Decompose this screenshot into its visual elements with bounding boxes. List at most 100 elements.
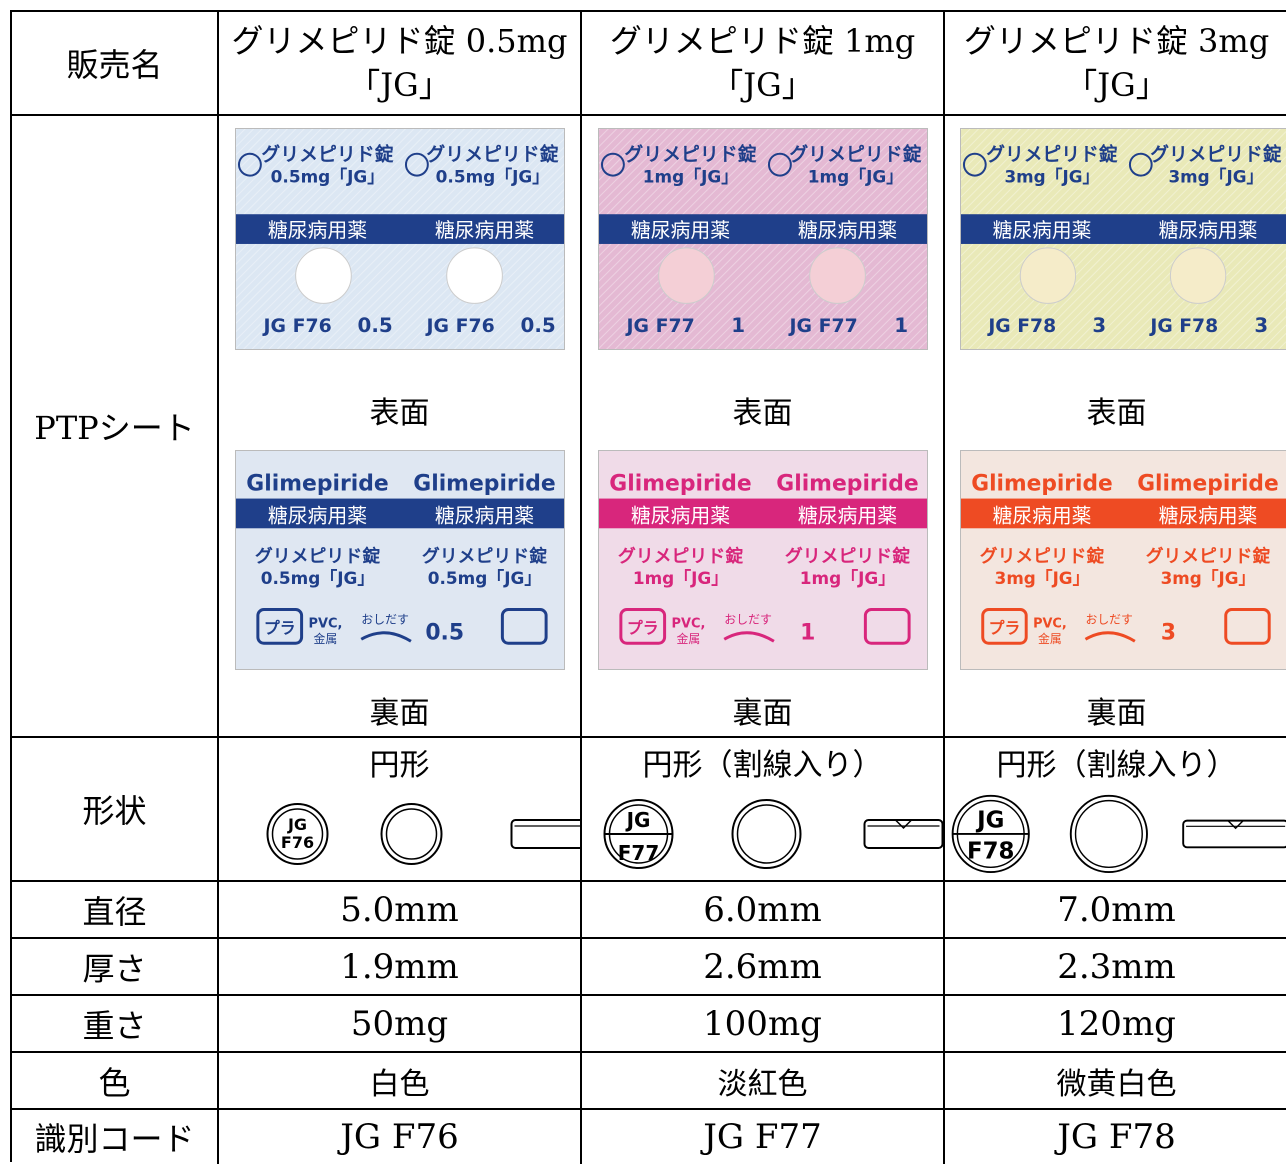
spec-value: JG F78: [1057, 1117, 1176, 1157]
recycle-mark-icon: プラ: [619, 608, 667, 645]
ptp-front-name: グリメピリド錠: [986, 143, 1117, 166]
ptp-back-brand: Glimepiride: [776, 472, 918, 497]
spec-value: 50mg: [219, 996, 582, 1051]
ptp-front-mark: 3: [1254, 314, 1268, 337]
tablet-code-bottom: F77: [618, 841, 660, 865]
ptp-back-caption: 裏面: [732, 696, 793, 731]
shape-label: 形状: [12, 738, 219, 880]
ptp-front-name: グリメピリド錠: [261, 143, 393, 166]
header-label: 販売名: [12, 12, 219, 114]
spec-value: 2.6mm: [582, 939, 945, 994]
ptp-front-caption: 表面: [732, 396, 793, 431]
ptp-back-strength: 1mg「JG」: [800, 568, 895, 588]
ptp-band-text: 糖尿病用薬: [993, 504, 1092, 527]
spec-value: 5.0mm: [219, 882, 582, 937]
ptp-front-name: グリメピリド錠: [1150, 143, 1281, 166]
ptp-back-name: グリメピリド錠: [422, 545, 547, 567]
ptp-back-strength: 3mg「JG」: [1161, 568, 1256, 588]
push-arrow-icon: [360, 631, 412, 643]
ptp-front-name: グリメピリド錠: [624, 143, 756, 166]
tablet-icon: [1169, 247, 1227, 304]
ptp-band-text: 糖尿病用薬: [1159, 219, 1258, 242]
table-grid: 販売名 グリメピリド錠 0.5mg「JG」 グリメピリド錠 1mg「JG」 グリ…: [10, 10, 1286, 1164]
ptp-front-code: JG F76: [425, 316, 495, 337]
ptp-front-caption: 表面: [369, 396, 430, 431]
product-name-1: グリメピリド錠 1mg「JG」: [582, 12, 945, 114]
spec-value: 100mg: [582, 996, 945, 1051]
ptp-band-text: 糖尿病用薬: [631, 504, 730, 527]
tablet-code-bottom: F76: [281, 833, 314, 852]
ptp-back-strength: 0.5mg「JG」: [261, 568, 375, 588]
ptp-front-name: グリメピリド錠: [789, 143, 921, 166]
jg-logo-icon: [962, 152, 987, 177]
ptp-front-caption: 表面: [1086, 396, 1147, 431]
jg-logo-icon: [237, 152, 262, 177]
spec-row-code: 識別コード JG F76 JG F77 JG F78: [12, 1110, 1286, 1164]
ptp-front-strength: 0.5mg「JG」: [436, 167, 550, 187]
ptp-front-code: JG F77: [625, 316, 695, 337]
tablet-code-top: JG: [975, 807, 1004, 833]
spec-value: JG F76: [219, 1110, 582, 1164]
spec-value: JG F77: [582, 1110, 945, 1164]
ptp-back-brand: Glimepiride: [971, 472, 1113, 497]
recycle-material: PVC,: [309, 616, 343, 631]
spec-value: 7.0mm: [1057, 889, 1176, 930]
spec-value: 1.9mm: [219, 939, 582, 994]
ptp-band-text: 糖尿病用薬: [631, 219, 730, 242]
ptp-back-caption: 裏面: [1086, 696, 1147, 731]
jg-logo-icon: [600, 152, 625, 177]
ptp-band-text: 糖尿病用薬: [268, 504, 367, 527]
push-arrow-icon: [1084, 631, 1136, 643]
ptp-front-code: JG F77: [788, 316, 858, 337]
product-name-line1: グリメピリド錠 3mg: [963, 22, 1270, 60]
tablet-icon: [658, 247, 715, 304]
spec-row-weight: 重さ 50mg 100mg 120mg: [12, 996, 1286, 1053]
jg-logo-icon: [767, 152, 792, 177]
ptp-band-text: 糖尿病用薬: [1159, 504, 1258, 527]
tablet-back-icon: [1069, 794, 1148, 874]
ptp-back-brand: Glimepiride: [609, 472, 751, 497]
push-text: おしだす: [361, 612, 409, 626]
ptp-back-strength: 3mg「JG」: [995, 568, 1090, 588]
tablet-icon: [1019, 247, 1077, 304]
ptp-front-strength: 3mg「JG」: [1004, 166, 1099, 186]
tablet-side-icon: [510, 819, 585, 849]
recycle-mark-icon: [1224, 608, 1271, 645]
ptp-back-name: グリメピリド錠: [785, 545, 910, 567]
spec-row-diameter: 直径 5.0mm 6.0mm 7.0mm: [12, 882, 1286, 939]
ptp-back-mark: 0.5: [425, 620, 464, 645]
ptp-front-name: グリメピリド錠: [426, 143, 558, 166]
recycle-mark-icon: [500, 608, 548, 645]
ptp-front-strength: 0.5mg「JG」: [271, 167, 385, 187]
product-name-2: グリメピリド錠 3mg「JG」: [945, 12, 1286, 114]
spec-label: 色: [12, 1053, 219, 1108]
jg-logo-icon: [1128, 152, 1153, 177]
ptp-back-mark: 3: [1161, 620, 1176, 645]
ptp-front-code: JG F78: [986, 316, 1056, 337]
ptp-front-mark: 1: [894, 314, 908, 337]
ptp-band-text: 糖尿病用薬: [435, 504, 534, 527]
ptp-back-name: グリメピリド錠: [255, 545, 380, 567]
ptp-back-name: グリメピリド錠: [618, 545, 743, 567]
ptp-back-name: グリメピリド錠: [980, 545, 1105, 567]
push-text: おしだす: [1085, 612, 1132, 626]
tablet-back-icon: [731, 799, 802, 869]
ptp-front-mark: 3: [1092, 314, 1106, 337]
spec-label: 厚さ: [12, 939, 219, 994]
ptp-front-code: JG F76: [262, 316, 332, 337]
ptp-front-mark: 1: [731, 314, 745, 337]
recycle-mark-icon: [863, 608, 911, 645]
spec-value: 微黄白色: [1056, 1066, 1177, 1102]
spec-label: 識別コード: [12, 1110, 219, 1164]
